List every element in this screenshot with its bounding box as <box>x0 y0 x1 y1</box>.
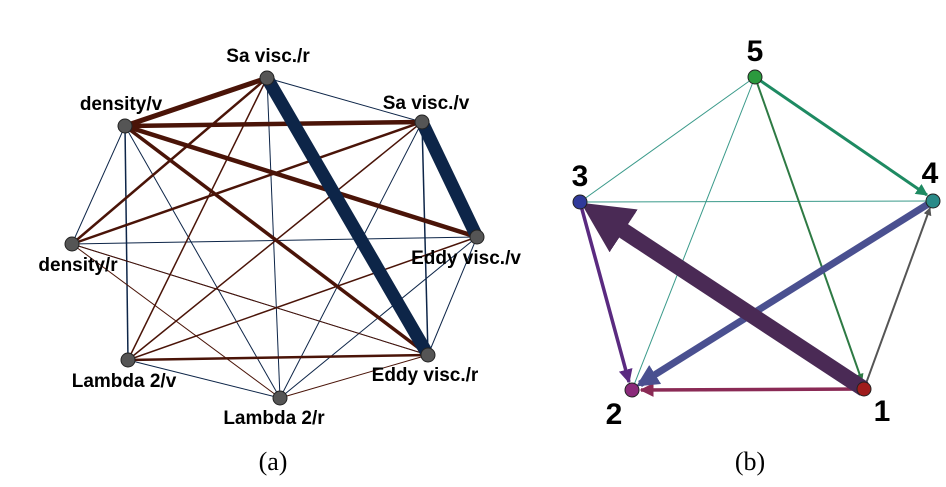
edge-b-thin <box>579 200 934 203</box>
node-2[interactable] <box>624 382 640 398</box>
node-density-v[interactable] <box>117 118 133 134</box>
edge-a-thin-brown <box>127 236 478 361</box>
node-sa-visc-v[interactable] <box>414 114 430 130</box>
edge-b-1-to-4 <box>863 207 932 390</box>
panel-a-graph: Sa visc./r density/v Sa visc./v density/… <box>38 46 521 476</box>
node-label-density-r: density/r <box>38 255 118 276</box>
edge-a-thin-blue <box>71 125 126 245</box>
edge-a-thick-brown <box>124 75 268 129</box>
node-lambda2-r[interactable] <box>272 390 288 406</box>
edge-b-5-to-4 <box>754 75 928 197</box>
edge-a-brown <box>71 120 423 246</box>
edge-a-thin-blue <box>427 236 478 356</box>
node-label-lambda2-v: Lambda 2/v <box>72 371 177 392</box>
edge-b-1-to-3 <box>580 202 869 396</box>
edge-a-thick-navy <box>261 74 434 359</box>
edge-a-thin-brown <box>279 354 429 399</box>
node-3[interactable] <box>572 194 588 210</box>
node-label-5: 5 <box>747 35 764 68</box>
panel-a-labels: Sa visc./r density/v Sa visc./v density/… <box>38 46 521 429</box>
edge-a-brown <box>123 124 430 357</box>
panel-b-nodes <box>572 69 941 398</box>
edge-a-thin-brown <box>71 243 281 399</box>
panel-a-nodes <box>64 70 485 406</box>
edge-a-brown <box>127 353 429 362</box>
edge-a-thick-brown <box>124 123 478 240</box>
node-label-4: 4 <box>922 157 939 190</box>
node-label-sa-visc-r: Sa visc./r <box>226 46 310 67</box>
edge-a-thin-brown <box>71 243 429 356</box>
panel-b-graph: 5 4 3 2 1 (b) <box>572 35 941 476</box>
node-density-r[interactable] <box>64 236 80 252</box>
edge-a-thick-brown <box>124 119 423 129</box>
node-4[interactable] <box>925 193 941 209</box>
node-label-eddy-visc-v: Eddy visc./v <box>411 248 521 269</box>
edge-a-thin-blue <box>421 121 429 356</box>
node-label-density-v: density/v <box>80 94 163 115</box>
edge-a-thin-blue <box>266 77 423 123</box>
node-5[interactable] <box>747 69 763 85</box>
node-eddy-visc-v[interactable] <box>469 229 485 245</box>
edge-a-thin-blue <box>127 359 281 399</box>
node-eddy-visc-r[interactable] <box>420 347 436 363</box>
edge-b-5-to-1 <box>754 76 864 382</box>
edge-b-thin <box>631 76 756 391</box>
edge-a-thin-blue <box>124 125 281 399</box>
node-label-3: 3 <box>572 160 589 193</box>
node-label-lambda2-r: Lambda 2/r <box>223 408 325 429</box>
node-1[interactable] <box>856 381 872 397</box>
node-label-1: 1 <box>874 395 891 428</box>
edge-b-1-to-2 <box>639 382 865 397</box>
caption-a: (a) <box>259 447 288 476</box>
panel-a-edges <box>71 74 483 399</box>
edge-b-4-to-2 <box>636 198 935 387</box>
node-label-eddy-visc-r: Eddy visc./r <box>372 365 479 386</box>
panel-b-labels: 5 4 3 2 1 <box>572 35 939 431</box>
node-label-sa-visc-v: Sa visc./v <box>383 93 470 114</box>
edge-b-thin <box>579 76 756 203</box>
panel-b-edges <box>578 75 935 397</box>
node-lambda2-v[interactable] <box>120 352 136 368</box>
edge-a-thick-navy <box>416 119 483 240</box>
caption-b: (b) <box>735 447 765 476</box>
edge-a-thin-blue <box>279 121 423 399</box>
node-label-2: 2 <box>606 398 623 431</box>
node-sa-visc-r[interactable] <box>259 70 275 86</box>
